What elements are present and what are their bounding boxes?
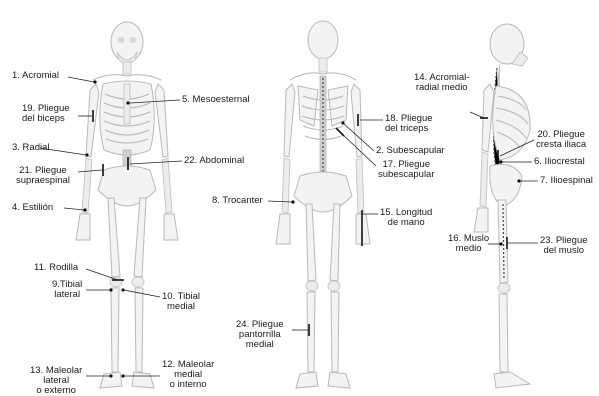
label-iliocrestal: 6. Iliocrestal	[534, 157, 585, 167]
label-pliegue-subescapular: 17. Pliegue subescapular	[378, 160, 435, 180]
label-estilion: 4. Estilión	[12, 203, 53, 213]
label-pliegue-biceps: 19. Pliegue del biceps	[22, 104, 70, 124]
back-skeleton	[276, 21, 370, 388]
label-tibial-lateral: 9.Tibial lateral	[52, 280, 82, 300]
label-pliegue-cresta: 20. Pliegue cresta iliaca	[536, 130, 586, 150]
label-subescapular: 2. Subescapular	[376, 146, 445, 156]
label-trocanter: 8. Trocanter	[212, 196, 263, 206]
label-tibial-medial: 10. Tibial medial	[162, 292, 200, 312]
side-skeleton	[474, 24, 530, 388]
label-mesoesternal: 5. Mesoesternal	[182, 95, 250, 105]
label-pliegue-muslo: 23. Pliegue del muslo	[540, 236, 588, 256]
label-muslo-medio: 16. Muslo medio	[448, 234, 489, 254]
label-abdominal: 22. Abdominal	[184, 156, 244, 166]
label-pliegue-triceps: 18. Pliegue del triceps	[385, 114, 433, 134]
front-skeleton	[76, 22, 178, 388]
label-acromial-radial: 14. Acromial- radial medio	[414, 73, 469, 93]
label-maleolar-lateral: 13. Maleolar lateral o externo	[30, 366, 82, 396]
label-radial: 3. Radial	[12, 143, 50, 153]
label-longitud-mano: 15. Longitud de mano	[380, 208, 432, 228]
label-rodilla: 11. Rodilla	[34, 263, 78, 273]
label-acromial: 1. Acromial	[12, 71, 59, 81]
label-maleolar-medial: 12. Maleolar medial o interno	[162, 360, 214, 390]
label-pliegue-supraespinal: 21. Pliegue supraespinal	[16, 166, 70, 186]
label-ilioespinal: 7. Ilioespinal	[540, 176, 593, 186]
label-pliegue-pantorrilla: 24. Pliegue pantorrilla medial	[236, 320, 284, 350]
